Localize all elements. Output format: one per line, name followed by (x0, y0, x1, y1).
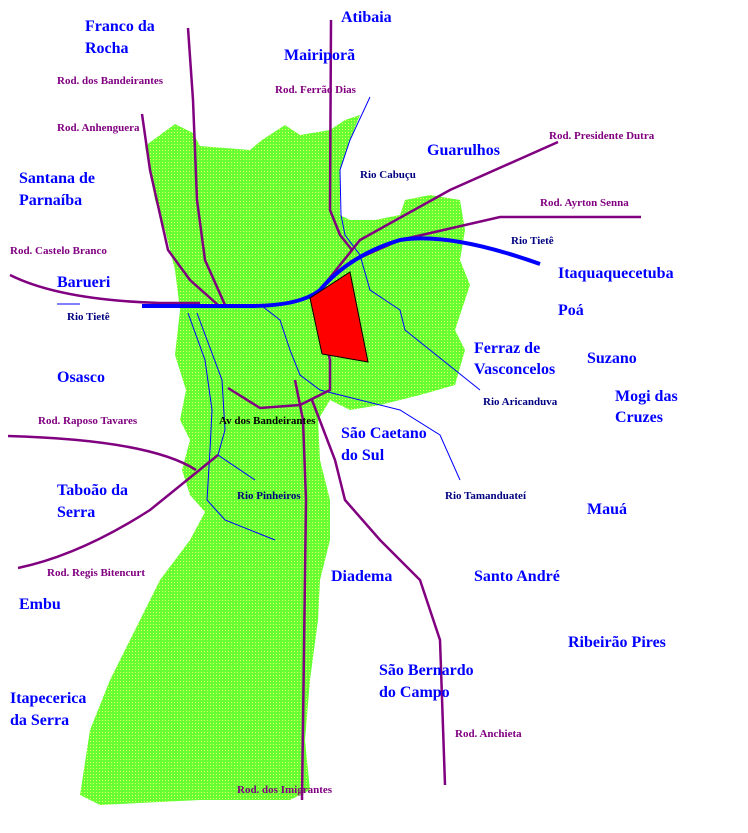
city-embu: Embu (19, 596, 61, 613)
rod-imigrantes-line (293, 379, 308, 801)
rod-fernao-dias-line (328, 19, 353, 251)
label-rio-tiete-west: Rio Tietê (67, 311, 110, 323)
rod-bandeirantes-line (186, 27, 227, 306)
city-osasco: Osasco (57, 369, 105, 386)
rio-pinheiros-line (187, 312, 276, 541)
city-franco-da-rocha-2: Rocha (85, 40, 129, 57)
city-sao-bernardo-2: do Campo (379, 684, 450, 701)
city-mogi: Mogi das (615, 388, 678, 405)
label-rod-regis-bitencurt: Rod. Regis Bitencurt (47, 567, 145, 579)
label-rod-dutra: Rod. Presidente Dutra (549, 130, 655, 142)
city-diadema: Diadema (331, 568, 392, 585)
city-santo-andre: Santo André (474, 568, 560, 585)
city-ribeirao-pires: Ribeirão Pires (568, 634, 666, 651)
city-taboao-2: Serra (57, 504, 95, 521)
label-rod-bandeirantes: Rod. dos Bandeirantes (57, 75, 164, 87)
label-rod-anhanguera: Rod. Anhenguera (57, 122, 140, 134)
rod-castelo-line (9, 273, 200, 305)
city-suzano: Suzano (587, 350, 637, 367)
label-rod-fernao-dias: Rod. Ferrão Dias (275, 84, 357, 96)
city-sao-caetano-2: do Sul (341, 447, 385, 464)
city-ferraz-2: Vasconcelos (474, 361, 555, 378)
rio-tamanduatei-line (261, 305, 461, 481)
rod-raposo-line (7, 434, 197, 472)
city-itaquaquecetuba: Itaquaquecetuba (558, 265, 674, 282)
city-mogi-2: Cruzes (615, 409, 663, 426)
label-rod-imigrantes: Rod. dos Imigrantes (237, 784, 333, 796)
label-rio-tamanduatei: Rio Tamanduateí (445, 490, 527, 502)
city-atibaia: Atibaia (341, 9, 392, 26)
label-rod-castelo-branco: Rod. Castelo Branco (10, 245, 107, 257)
label-av-bandeirantes: Av dos Bandeirantes (219, 415, 316, 427)
city-maua: Mauá (587, 501, 627, 518)
city-ferraz: Ferraz de (474, 340, 540, 357)
label-rio-aricanduva: Rio Aricanduva (483, 396, 558, 408)
label-rod-ayrton-senna: Rod. Ayrton Senna (540, 197, 629, 209)
city-sao-caetano: São Caetano (341, 425, 427, 442)
rod-anchieta-line (310, 399, 447, 786)
highlighted-region (309, 271, 369, 363)
city-taboao: Taboão da (57, 482, 128, 499)
rio-pinheiros-branch (196, 312, 256, 481)
label-rod-raposo-tavares: Rod. Raposo Tavares (38, 415, 138, 427)
rod-regis-line (17, 454, 219, 570)
sao-paulo-city-area (80, 115, 470, 805)
city-santana-de-parnaiba: Santana de (19, 170, 95, 187)
label-rio-tiete-east: Rio Tietê (511, 235, 554, 247)
city-franco-da-rocha: Franco da (85, 18, 155, 35)
city-sao-bernardo: São Bernardo (379, 662, 474, 679)
rio-tiete-line (142, 236, 541, 308)
city-guarulhos: Guarulhos (427, 142, 500, 159)
city-itapecerica: Itapecerica (10, 690, 86, 707)
city-poa: Poá (558, 302, 584, 319)
city-santana-de-parnaiba-2: Parnaíba (19, 192, 82, 209)
city-itapecerica-2: da Serra (10, 712, 69, 729)
city-barueri: Barueri (57, 274, 111, 291)
label-rod-anchieta: Rod. Anchieta (455, 728, 522, 740)
rod-dutra-line (319, 140, 559, 291)
rod-anhanguera-line (140, 113, 219, 306)
city-mairipora: Mairiporã (284, 47, 355, 64)
label-rio-pinheiros: Rio Pinheiros (237, 490, 301, 502)
label-rio-cabucu: Rio Cabuçu (360, 169, 416, 181)
